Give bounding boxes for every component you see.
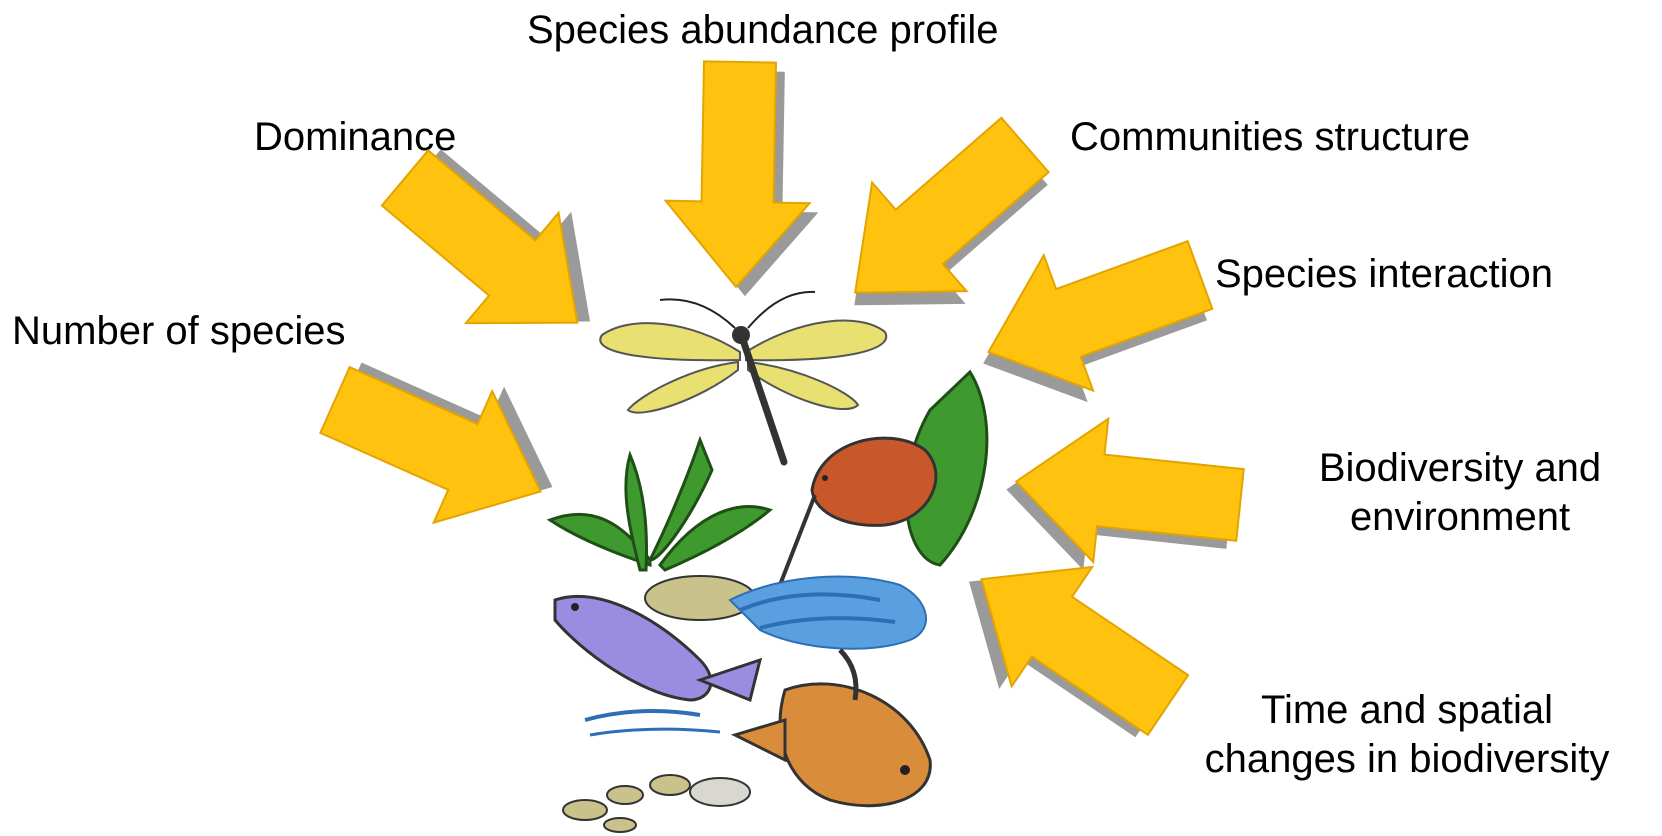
arrow-species-abundance	[664, 61, 821, 298]
pebbles-icon	[563, 775, 750, 832]
arrows	[306, 61, 1248, 772]
arrow-species-interaction	[955, 207, 1227, 431]
arrow-biodiversity-environment	[999, 409, 1248, 586]
arrow-body	[664, 61, 812, 288]
orange-fish-icon	[735, 650, 930, 806]
arrow-body	[964, 207, 1225, 419]
arrow-body	[359, 123, 624, 378]
ecosystem-illustration	[550, 292, 987, 832]
dragonfly-icon	[600, 292, 886, 462]
arrow-body	[1009, 410, 1248, 577]
fern-icon	[550, 440, 770, 620]
kiwi-bird-icon	[778, 372, 987, 590]
arrow-number-of-species	[306, 326, 582, 561]
arrow-dominance	[359, 116, 637, 384]
